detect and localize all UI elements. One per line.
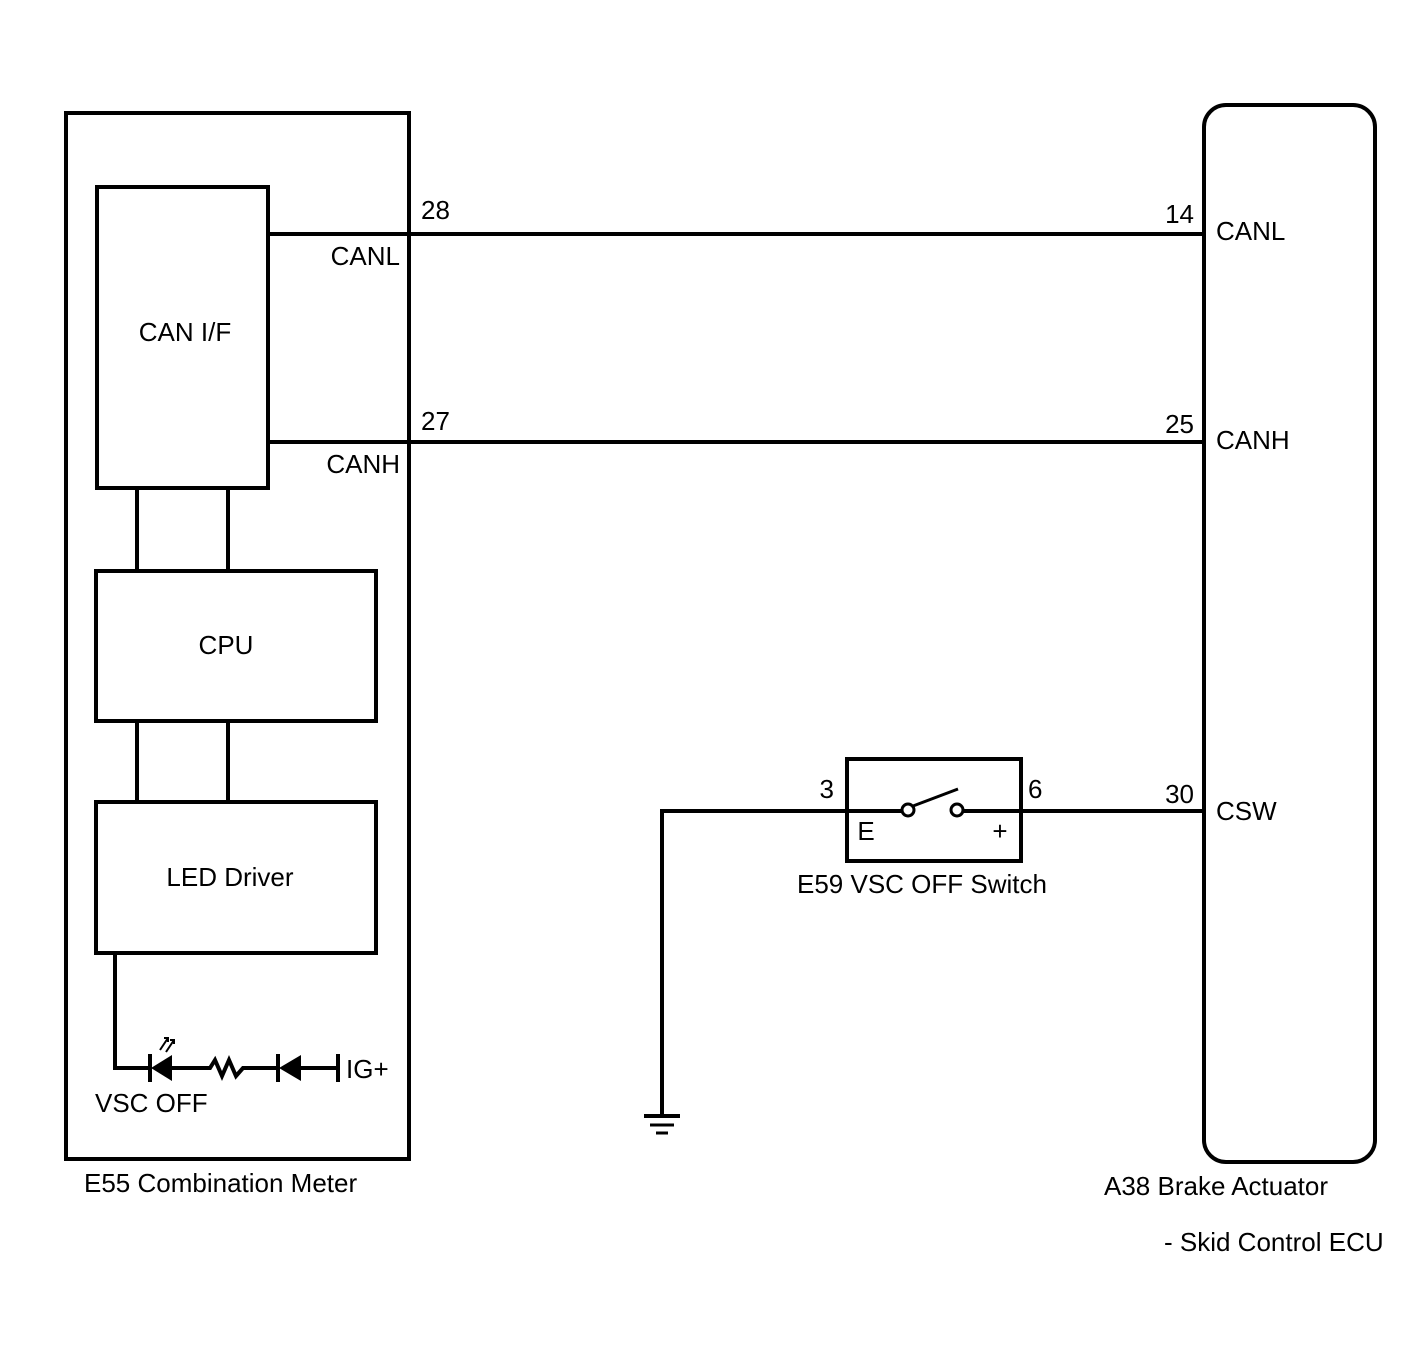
vsc-off-switch-name: E59 VSC OFF Switch — [797, 869, 1047, 899]
brake-actuator-name: A38 Brake Actuator — [1104, 1171, 1328, 1201]
meter-canh-label: CANH — [326, 449, 400, 479]
led-driver-wire — [113, 953, 150, 1070]
diode-icon — [276, 1054, 340, 1082]
meter-pin-canl: 28 — [421, 195, 450, 225]
actuator-pin-csw: 30 — [1165, 779, 1194, 809]
actuator-pin-canl: 14 — [1165, 199, 1194, 229]
switch-pin-plus: 6 — [1028, 774, 1042, 804]
cpu-label: CPU — [199, 630, 254, 660]
meter-canl-label: CANL — [331, 241, 400, 271]
resistor-icon — [205, 1055, 278, 1081]
cpu-block — [94, 569, 378, 723]
led-driver-block — [94, 800, 378, 955]
ground-icon — [644, 1114, 680, 1135]
can-if-label: CAN I/F — [139, 317, 231, 347]
switch-pin-e: 3 — [820, 774, 834, 804]
can-if-block — [95, 185, 270, 490]
actuator-canl-label: CANL — [1216, 216, 1285, 246]
switch-e-label: E — [857, 816, 874, 846]
actuator-canh-label: CANH — [1216, 425, 1290, 455]
actuator-csw-label: CSW — [1216, 796, 1277, 826]
combination-meter-name: E55 Combination Meter — [84, 1168, 357, 1198]
vsc-off-indicator-label: VSC OFF — [95, 1088, 208, 1118]
brake-actuator-name-line2: - Skid Control ECU — [1164, 1227, 1384, 1257]
ig-plus-label: IG+ — [346, 1054, 389, 1084]
led-icon — [148, 1037, 205, 1082]
brake-actuator-box — [1202, 103, 1377, 1164]
switch-plus-label: + — [992, 816, 1007, 846]
led-driver-label: LED Driver — [166, 862, 293, 892]
switch-contact-icon — [847, 787, 1021, 818]
ground-wire — [660, 809, 846, 1116]
meter-pin-canh: 27 — [421, 406, 450, 436]
actuator-pin-canh: 25 — [1165, 409, 1194, 439]
